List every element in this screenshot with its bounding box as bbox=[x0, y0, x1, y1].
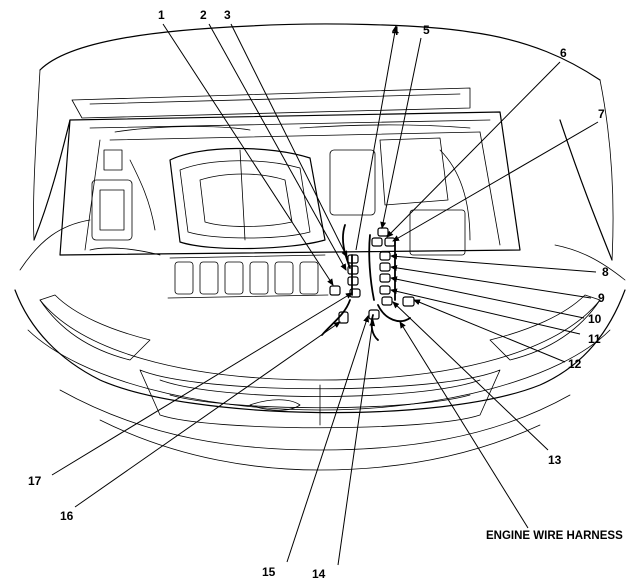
callout-5: 5 bbox=[423, 23, 430, 37]
callout-4: 4 bbox=[392, 24, 399, 38]
right-components bbox=[329, 137, 471, 256]
connectors bbox=[329, 227, 415, 324]
headlights bbox=[39, 294, 601, 361]
fenders bbox=[19, 119, 626, 281]
callout-13: 13 bbox=[548, 453, 562, 467]
callout-7: 7 bbox=[598, 107, 605, 121]
engine-cover bbox=[169, 147, 326, 250]
leader-lines bbox=[51, 23, 599, 566]
callout-8: 8 bbox=[602, 265, 609, 279]
grille bbox=[139, 369, 501, 429]
callout-12: 12 bbox=[568, 357, 582, 371]
callout-16: 16 bbox=[60, 509, 74, 523]
callout-10: 10 bbox=[588, 312, 602, 326]
callout-9: 9 bbox=[598, 291, 605, 305]
callout-2: 2 bbox=[200, 8, 207, 22]
callout-14: 14 bbox=[312, 567, 326, 581]
callout-3: 3 bbox=[224, 8, 231, 22]
front-bumper bbox=[14, 289, 626, 471]
callout-labels: 1 2 3 4 5 6 7 8 9 10 11 12 13 14 15 16 1… bbox=[28, 8, 623, 581]
callout-15: 15 bbox=[262, 565, 276, 579]
left-components bbox=[89, 149, 161, 256]
callout-11: 11 bbox=[588, 332, 601, 346]
engine-wire-harness-label: ENGINE WIRE HARNESS bbox=[486, 530, 623, 542]
callout-17: 17 bbox=[28, 474, 42, 488]
intake-runners bbox=[167, 254, 329, 299]
engine-bay-frame bbox=[59, 111, 521, 256]
callout-6: 6 bbox=[560, 46, 567, 60]
callout-1: 1 bbox=[158, 8, 165, 22]
open-hood bbox=[33, 23, 614, 261]
